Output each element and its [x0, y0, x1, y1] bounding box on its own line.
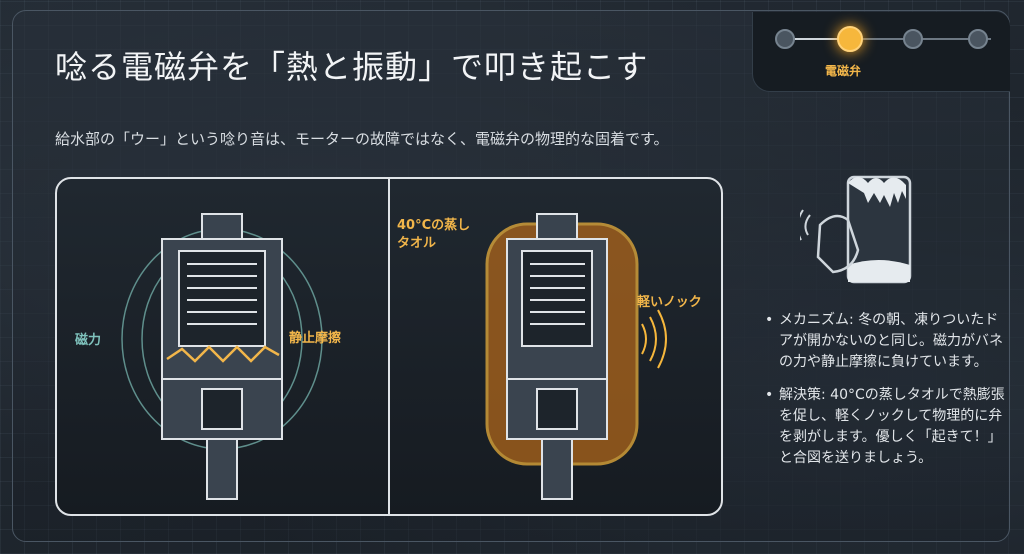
fixed-valve-diagram [485, 213, 667, 500]
magnetic-force-label: 磁力 [75, 333, 102, 348]
panel-divider [388, 179, 390, 514]
explanation-list: メカニズム: 冬の朝、凍りついたドアが開かないのと同じ。磁力がバネの力や静止摩擦… [765, 310, 1005, 481]
bullet-mechanism: メカニズム: 冬の朝、凍りついたドアが開かないのと同じ。磁力がバネの力や静止摩擦… [765, 310, 1005, 373]
frozen-door-knock-icon [800, 175, 912, 284]
progress-line-done [783, 38, 853, 40]
valve-diagrams [121, 179, 667, 514]
progress-step-2-active[interactable] [837, 26, 863, 52]
progress-step-3[interactable] [903, 29, 923, 49]
light-knock-label: 軽いノック [637, 295, 702, 310]
progress-line [863, 38, 991, 40]
progress-step-1[interactable] [775, 29, 795, 49]
steam-towel-label: 40°Cの蒸しタオル [397, 218, 471, 251]
progress-stepper: 電磁弁 [752, 12, 1010, 92]
bullet-solution: 解決策: 40°Cの蒸しタオルで熱膨張を促し、軽くノックして物理的に弁を剥がしま… [765, 385, 1005, 469]
progress-step-4[interactable] [968, 29, 988, 49]
knock-waves-icon [641, 309, 667, 369]
progress-label: 電磁弁 [825, 64, 862, 78]
subtitle: 給水部の「ウー」という唸り音は、モーターの故障ではなく、電磁弁の物理的な固着です… [55, 130, 669, 148]
diagram-panel: 磁力 静止摩擦 40°Cの蒸しタオル 軽いノック [55, 177, 723, 516]
page-title: 唸る電磁弁を「熱と振動」で叩き起こす [55, 48, 649, 86]
stuck-valve-diagram [121, 213, 323, 500]
static-friction-label: 静止摩擦 [289, 331, 342, 346]
